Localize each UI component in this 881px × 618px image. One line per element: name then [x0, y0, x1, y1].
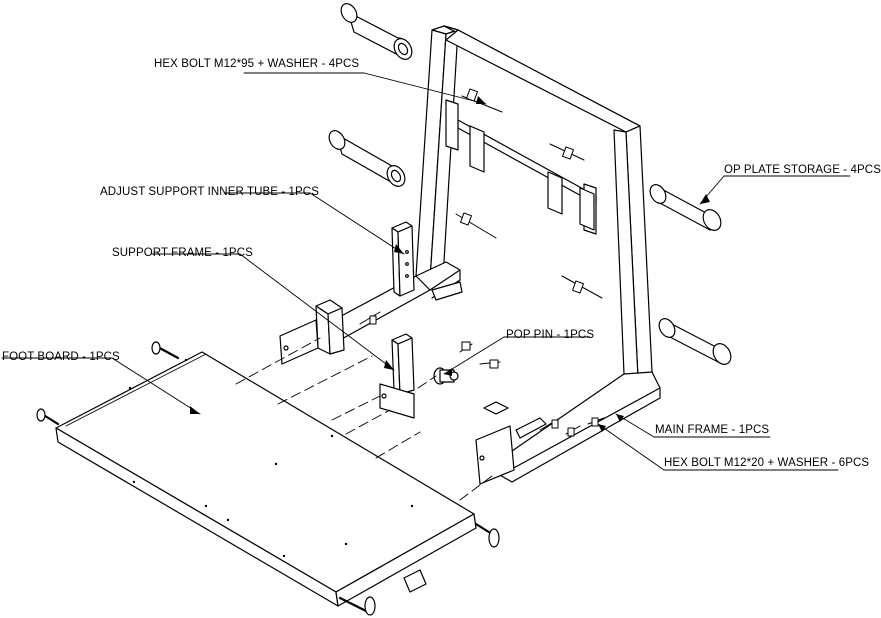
main-frame — [329, 25, 661, 483]
storage-peg-3 — [649, 184, 722, 231]
hex-bolts — [359, 88, 605, 437]
bolt-m12-20-1 — [359, 311, 381, 325]
leader-arrowheads — [190, 96, 710, 432]
storage-peg-2 — [328, 130, 406, 187]
label-support-frame: SUPPORT FRAME - 1PCS — [112, 247, 253, 259]
label-main-frame: MAIN FRAME - 1PCS — [655, 424, 770, 436]
alignment-lines — [235, 337, 493, 501]
leader-lines — [1, 72, 851, 471]
label-adjust-support-inner-tube: ADJUST SUPPORT INNER TUBE - 1PCS — [100, 186, 319, 198]
bolt-m12-95-4 — [561, 275, 603, 299]
support-frame — [279, 299, 415, 419]
bolt-m12-95-3 — [455, 212, 497, 239]
foot-board-roller-front — [36, 408, 376, 616]
plate-storage-pegs — [328, 3, 732, 365]
bolt-m12-95-2 — [549, 143, 585, 161]
label-hex-bolt-m12-95: HEX BOLT M12*95 + WASHER - 4PCS — [154, 58, 360, 70]
adjust-support-inner-tube — [391, 221, 415, 297]
bolt-m12-20-4 — [539, 417, 561, 431]
bolt-m12-20-5 — [565, 425, 581, 437]
bolt-m12-20-2 — [459, 341, 473, 353]
label-hex-bolt-m12-20: HEX BOLT M12*20 + WASHER - 6PCS — [664, 457, 870, 469]
label-op-plate-storage: OP PLATE STORAGE - 4PCS — [724, 164, 881, 176]
bolt-m12-20-3 — [479, 359, 501, 369]
main-frame-foot-plate — [475, 401, 515, 485]
storage-peg-4 — [658, 318, 732, 365]
storage-peg-1 — [340, 3, 413, 60]
foot-board — [36, 341, 500, 616]
label-pop-pin: POP PIN - 1PCS — [506, 329, 595, 341]
foot-board-roller-back — [151, 341, 500, 548]
board-holes — [128, 358, 414, 558]
label-foot-board: FOOT BOARD - 1PCS — [2, 351, 120, 363]
bolt-m12-20-6 — [587, 417, 605, 427]
pop-pin — [433, 367, 459, 385]
